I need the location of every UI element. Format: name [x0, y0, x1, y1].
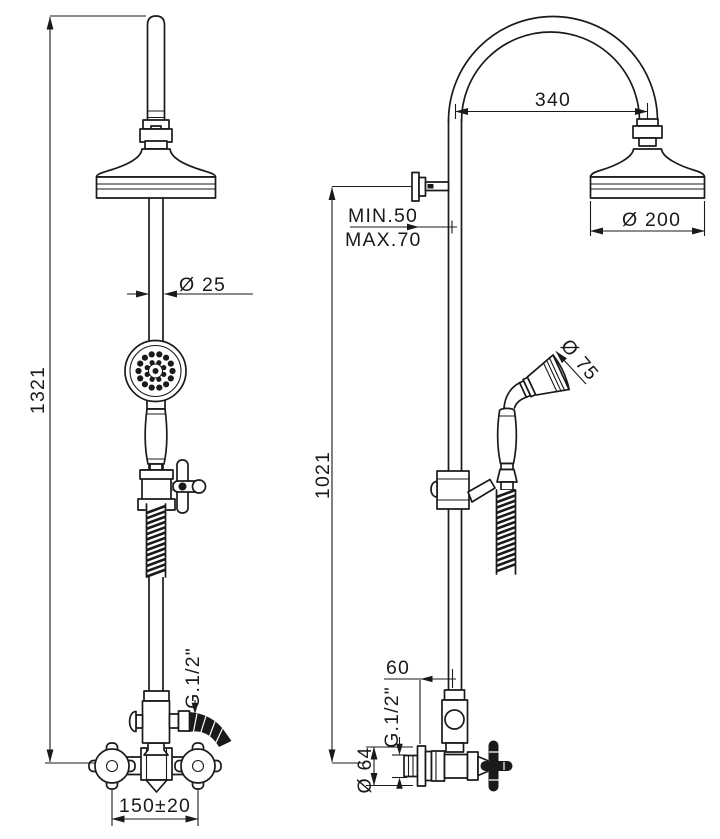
dim-outlet-thread-front: G.1/2" — [182, 647, 204, 714]
wall-flange-right — [174, 742, 222, 790]
wall-mixer-front — [88, 690, 232, 793]
dim-bracket-height: 1021 — [312, 185, 411, 764]
dim-label-inlet-centers: 150±20 — [119, 795, 191, 817]
dim-wall-distance: MIN.50 MAX.70 — [345, 205, 457, 251]
dim-label-wall-max: MAX.70 — [345, 229, 422, 251]
wall-bracket — [411, 171, 450, 202]
rain-head-front — [95, 140, 217, 199]
handshower-side — [496, 354, 570, 491]
front-view: 1321 Ø 25 G.1/2" 150±20 — [27, 15, 253, 826]
side-view: 340 MIN.50 MAX.70 1021 Ø 75 Ø 200 — [312, 15, 706, 794]
dim-label-outlet-thread: G.1/2" — [182, 647, 204, 709]
dim-arm-reach: 340 — [454, 89, 649, 119]
diverter-side — [441, 689, 469, 753]
spout-front — [189, 712, 232, 747]
dim-riser-diameter: Ø 25 — [127, 274, 253, 298]
dim-head-diameter: Ø 200 — [589, 201, 706, 236]
dim-label-inlet-offset: 60 — [386, 657, 410, 679]
hose-coil-side — [495, 488, 517, 576]
dim-label-overall-height: 1321 — [27, 366, 49, 414]
dim-label-flange-diameter: Ø 64 — [354, 746, 376, 793]
inlet-valve-side — [403, 740, 513, 792]
handshower-head-side — [518, 354, 570, 399]
dim-label-wall-min: MIN.50 — [348, 205, 418, 227]
wall-flange-left — [88, 742, 136, 790]
hose-coil-front — [145, 503, 167, 578]
riser-pipe-side — [447, 119, 463, 692]
dim-label-arm-reach: 340 — [535, 89, 571, 111]
diverter-holder-front — [137, 459, 207, 514]
dim-label-inlet-thread: G.1/2" — [381, 686, 403, 748]
handshower-holder-side — [430, 470, 496, 510]
dim-inlet-offset: 60 — [384, 657, 456, 744]
dim-label-bracket-height: 1021 — [312, 451, 334, 499]
riser-pipe-top — [139, 15, 173, 143]
rain-head-side — [589, 118, 706, 199]
shower-arm-arc — [447, 15, 659, 122]
dim-flange-diameter: Ø 64 — [354, 746, 413, 794]
dim-label-head-diameter: Ø 200 — [622, 209, 681, 231]
dim-label-riser-diameter: Ø 25 — [179, 274, 226, 296]
handshower-front — [124, 339, 187, 472]
cross-handle-side — [480, 740, 513, 792]
dim-inlet-centers: 150±20 — [111, 790, 199, 826]
dim-overall-height: 1321 — [27, 15, 146, 764]
dim-inlet-thread-side: G.1/2" — [381, 686, 407, 789]
